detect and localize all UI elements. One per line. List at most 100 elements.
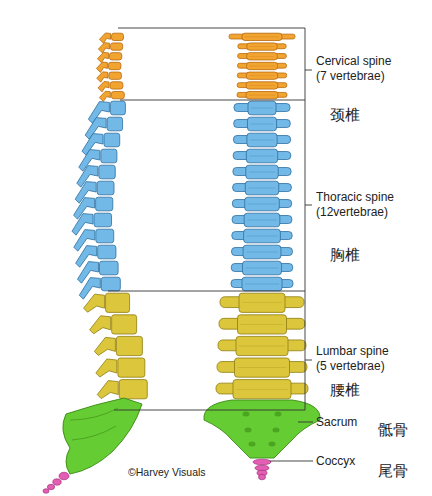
thoracic-vertebra-front-body xyxy=(242,277,282,291)
cervical-vertebra-edge xyxy=(249,95,275,96)
bracket-line xyxy=(305,70,312,71)
thoracic-vertebra-edge xyxy=(249,156,274,157)
cervical-vertebra-process xyxy=(99,33,110,43)
lumbar-vertebra-edge xyxy=(239,346,285,347)
bracket-lines xyxy=(108,28,313,461)
sacral-foramen xyxy=(273,428,280,433)
thoracic-vertebra-front-body xyxy=(243,245,281,259)
thoracic-vertebra-edge xyxy=(245,284,279,285)
region-label: Thoracic spine (12vertebrae) xyxy=(316,190,400,220)
bracket-line xyxy=(114,410,305,411)
lumbar-vertebra-process xyxy=(96,359,117,377)
lumbar-vertebra-front-body xyxy=(233,380,291,399)
thoracic-vertebra-front-body xyxy=(244,229,281,243)
thoracic-vertebra-front-body xyxy=(247,117,276,131)
thoracic-vertebra-body xyxy=(97,181,114,195)
thoracic-vertebra-edge xyxy=(249,172,275,173)
thoracic-vertebra-body xyxy=(107,117,122,131)
coccyx-front-segment xyxy=(259,474,266,480)
region-label: Sacrum xyxy=(316,415,376,430)
cervical-vertebra-edge xyxy=(249,85,275,86)
lumbar-vertebra-front-body xyxy=(236,336,288,355)
thoracic-vertebra-front-body xyxy=(245,197,280,211)
cervical-vertebra-front-body xyxy=(247,53,278,60)
thoracic-vertebra-front-body xyxy=(245,181,278,195)
thoracic-vertebra-edge xyxy=(247,236,278,237)
cervical-vertebra-process xyxy=(97,52,108,62)
thoracic-vertebra-body xyxy=(98,245,116,259)
chinese-label: 尾骨 xyxy=(378,462,428,480)
cervical-vertebra-edge xyxy=(250,66,275,67)
cervical-vertebra-edge xyxy=(245,36,279,37)
lumbar-vertebra-body xyxy=(112,315,137,334)
thoracic-vertebra-front-body xyxy=(243,261,282,275)
bracket-line xyxy=(305,360,312,361)
lumbar-vertebra-edge xyxy=(238,367,287,368)
cervical-vertebra-edge xyxy=(249,75,274,76)
thoracic-vertebra-front-body xyxy=(247,133,277,147)
lumbar-vertebra-process xyxy=(97,381,118,399)
chinese-label: 腰椎 xyxy=(330,381,390,399)
coccyx-segment xyxy=(43,489,49,494)
cervical-vertebra-front-body xyxy=(247,43,277,50)
cervical-vertebra-process xyxy=(96,62,107,72)
thoracic-vertebra-body xyxy=(94,213,112,227)
thoracic-vertebra-body xyxy=(99,261,118,275)
thoracic-vertebra-front-body xyxy=(244,213,280,227)
thoracic-vertebra-body xyxy=(96,197,113,211)
sacrum-side-ridge xyxy=(70,408,118,440)
cervical-vertebra-process xyxy=(98,82,109,92)
cervical-vertebra-front-body xyxy=(246,72,277,79)
chinese-label: 骶骨 xyxy=(378,421,428,439)
lumbar-vertebra-front-body xyxy=(238,315,287,334)
thoracic-vertebra-body xyxy=(101,277,120,291)
lumbar-vertebra-process xyxy=(90,316,111,334)
cervical-vertebra-body xyxy=(110,82,123,89)
lumbar-vertebra-body xyxy=(118,358,145,377)
bracket-line xyxy=(118,28,305,29)
cervical-vertebra-process xyxy=(98,43,109,53)
thoracic-vertebra-edge xyxy=(247,220,277,221)
lumbar-vertebra-process xyxy=(84,294,105,312)
cervical-vertebra-front-body xyxy=(247,62,278,69)
bracket-line xyxy=(108,291,305,292)
thoracic-vertebra-body xyxy=(104,133,120,147)
bracket-line xyxy=(270,461,313,462)
thoracic-vertebra-body xyxy=(99,165,115,179)
thoracic-vertebra-edge xyxy=(250,140,274,141)
cervical-vertebra-edge xyxy=(250,46,274,47)
bracket-line xyxy=(120,100,305,101)
sacrum-front xyxy=(204,400,320,458)
chinese-label: 颈椎 xyxy=(330,106,390,124)
side-view xyxy=(43,33,147,493)
thoracic-vertebra-edge xyxy=(251,108,273,109)
region-label: Cervical spine (7 vertebrae) xyxy=(316,54,400,84)
cervical-vertebra-body xyxy=(108,62,121,69)
lumbar-vertebra-body xyxy=(119,380,147,399)
thoracic-vertebra-front-body xyxy=(248,101,276,115)
region-label: Coccyx xyxy=(316,454,376,469)
thoracic-vertebra-edge xyxy=(250,124,273,125)
thoracic-vertebra-body xyxy=(101,149,117,163)
thoracic-vertebra-front-body xyxy=(246,165,278,179)
thoracic-vertebra-edge xyxy=(246,252,278,253)
coccyx-segment xyxy=(53,479,61,485)
sacral-foramen xyxy=(275,412,282,417)
lumbar-vertebra-body xyxy=(116,336,142,355)
lumbar-vertebra-edge xyxy=(236,389,288,390)
thoracic-vertebra-body xyxy=(96,229,114,243)
lumbar-vertebra-body xyxy=(106,293,130,312)
coccyx-segment xyxy=(59,472,69,480)
thoracic-vertebra-edge xyxy=(248,188,275,189)
thoracic-vertebra-body xyxy=(110,101,125,115)
cervical-vertebra-process xyxy=(97,72,108,82)
region-label: Lumbar spine (5 vertebrae) xyxy=(316,344,400,374)
lumbar-vertebra-front-body xyxy=(239,293,285,312)
chinese-label: 胸椎 xyxy=(330,246,390,264)
bracket-line xyxy=(305,28,306,410)
cervical-vertebra-body xyxy=(109,72,122,79)
coccyx-segment xyxy=(47,484,54,489)
thoracic-vertebra-front-body xyxy=(246,149,277,163)
copyright-note: ©Harvey Visuals xyxy=(128,466,238,479)
cervical-vertebra-body xyxy=(109,53,121,60)
